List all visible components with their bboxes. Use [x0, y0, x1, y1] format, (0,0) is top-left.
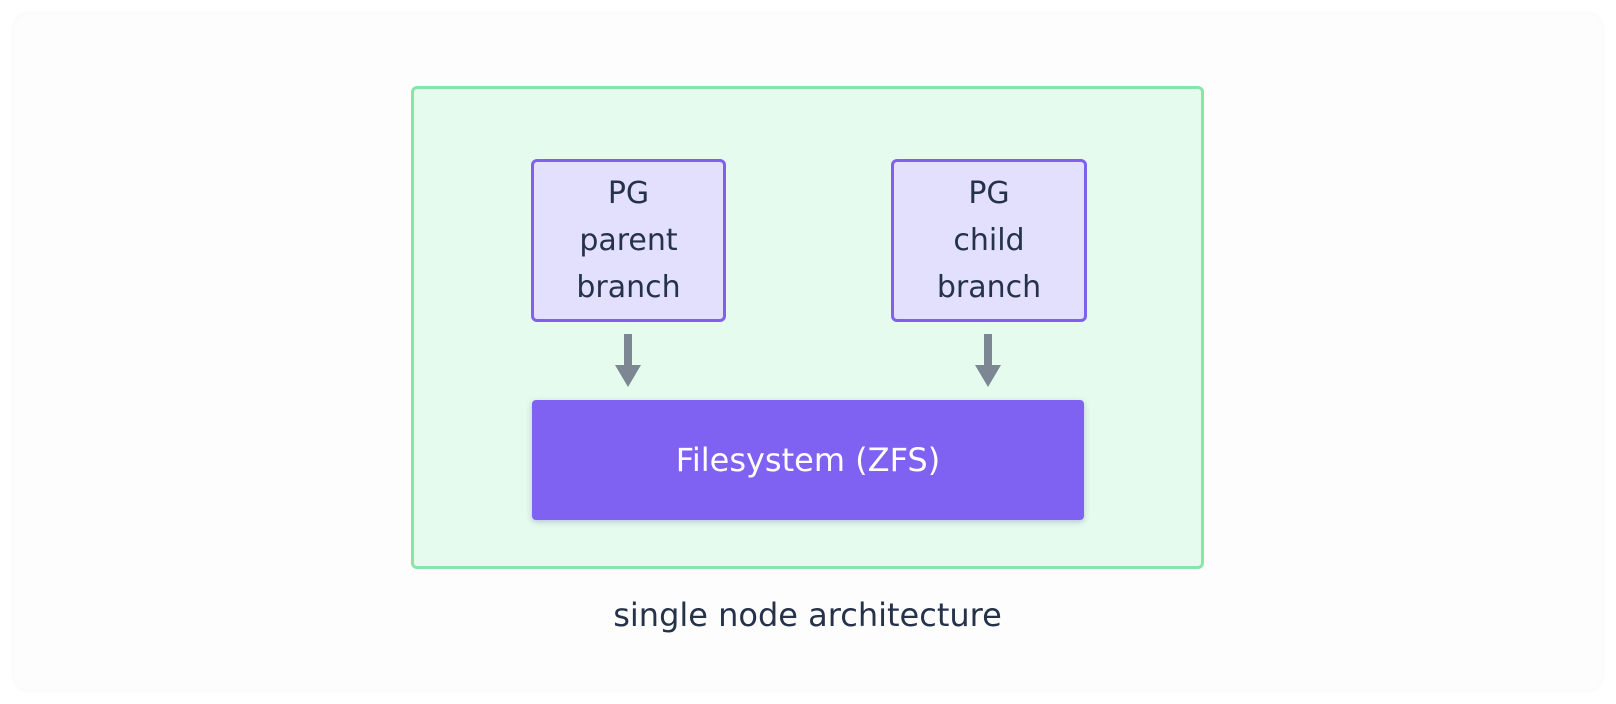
pg-child-branch-line-2: child	[953, 223, 1025, 258]
filesystem-label: Filesystem (ZFS)	[675, 441, 941, 479]
pg-child-branch-box: PG child branch	[891, 159, 1087, 322]
pg-parent-branch-line-3: branch	[576, 270, 681, 305]
pg-parent-branch-box: PG parent branch	[531, 159, 726, 322]
pg-parent-branch-line-2: parent	[579, 223, 678, 258]
pg-parent-branch-line-1: PG	[607, 176, 650, 211]
arrow-down-icon	[975, 334, 1001, 387]
diagram-caption: single node architecture	[613, 596, 1002, 634]
arrow-down-icon	[615, 334, 641, 387]
filesystem-box: Filesystem (ZFS)	[532, 400, 1084, 520]
pg-child-branch-line-1: PG	[968, 176, 1010, 211]
pg-child-branch-line-3: branch	[936, 270, 1042, 305]
